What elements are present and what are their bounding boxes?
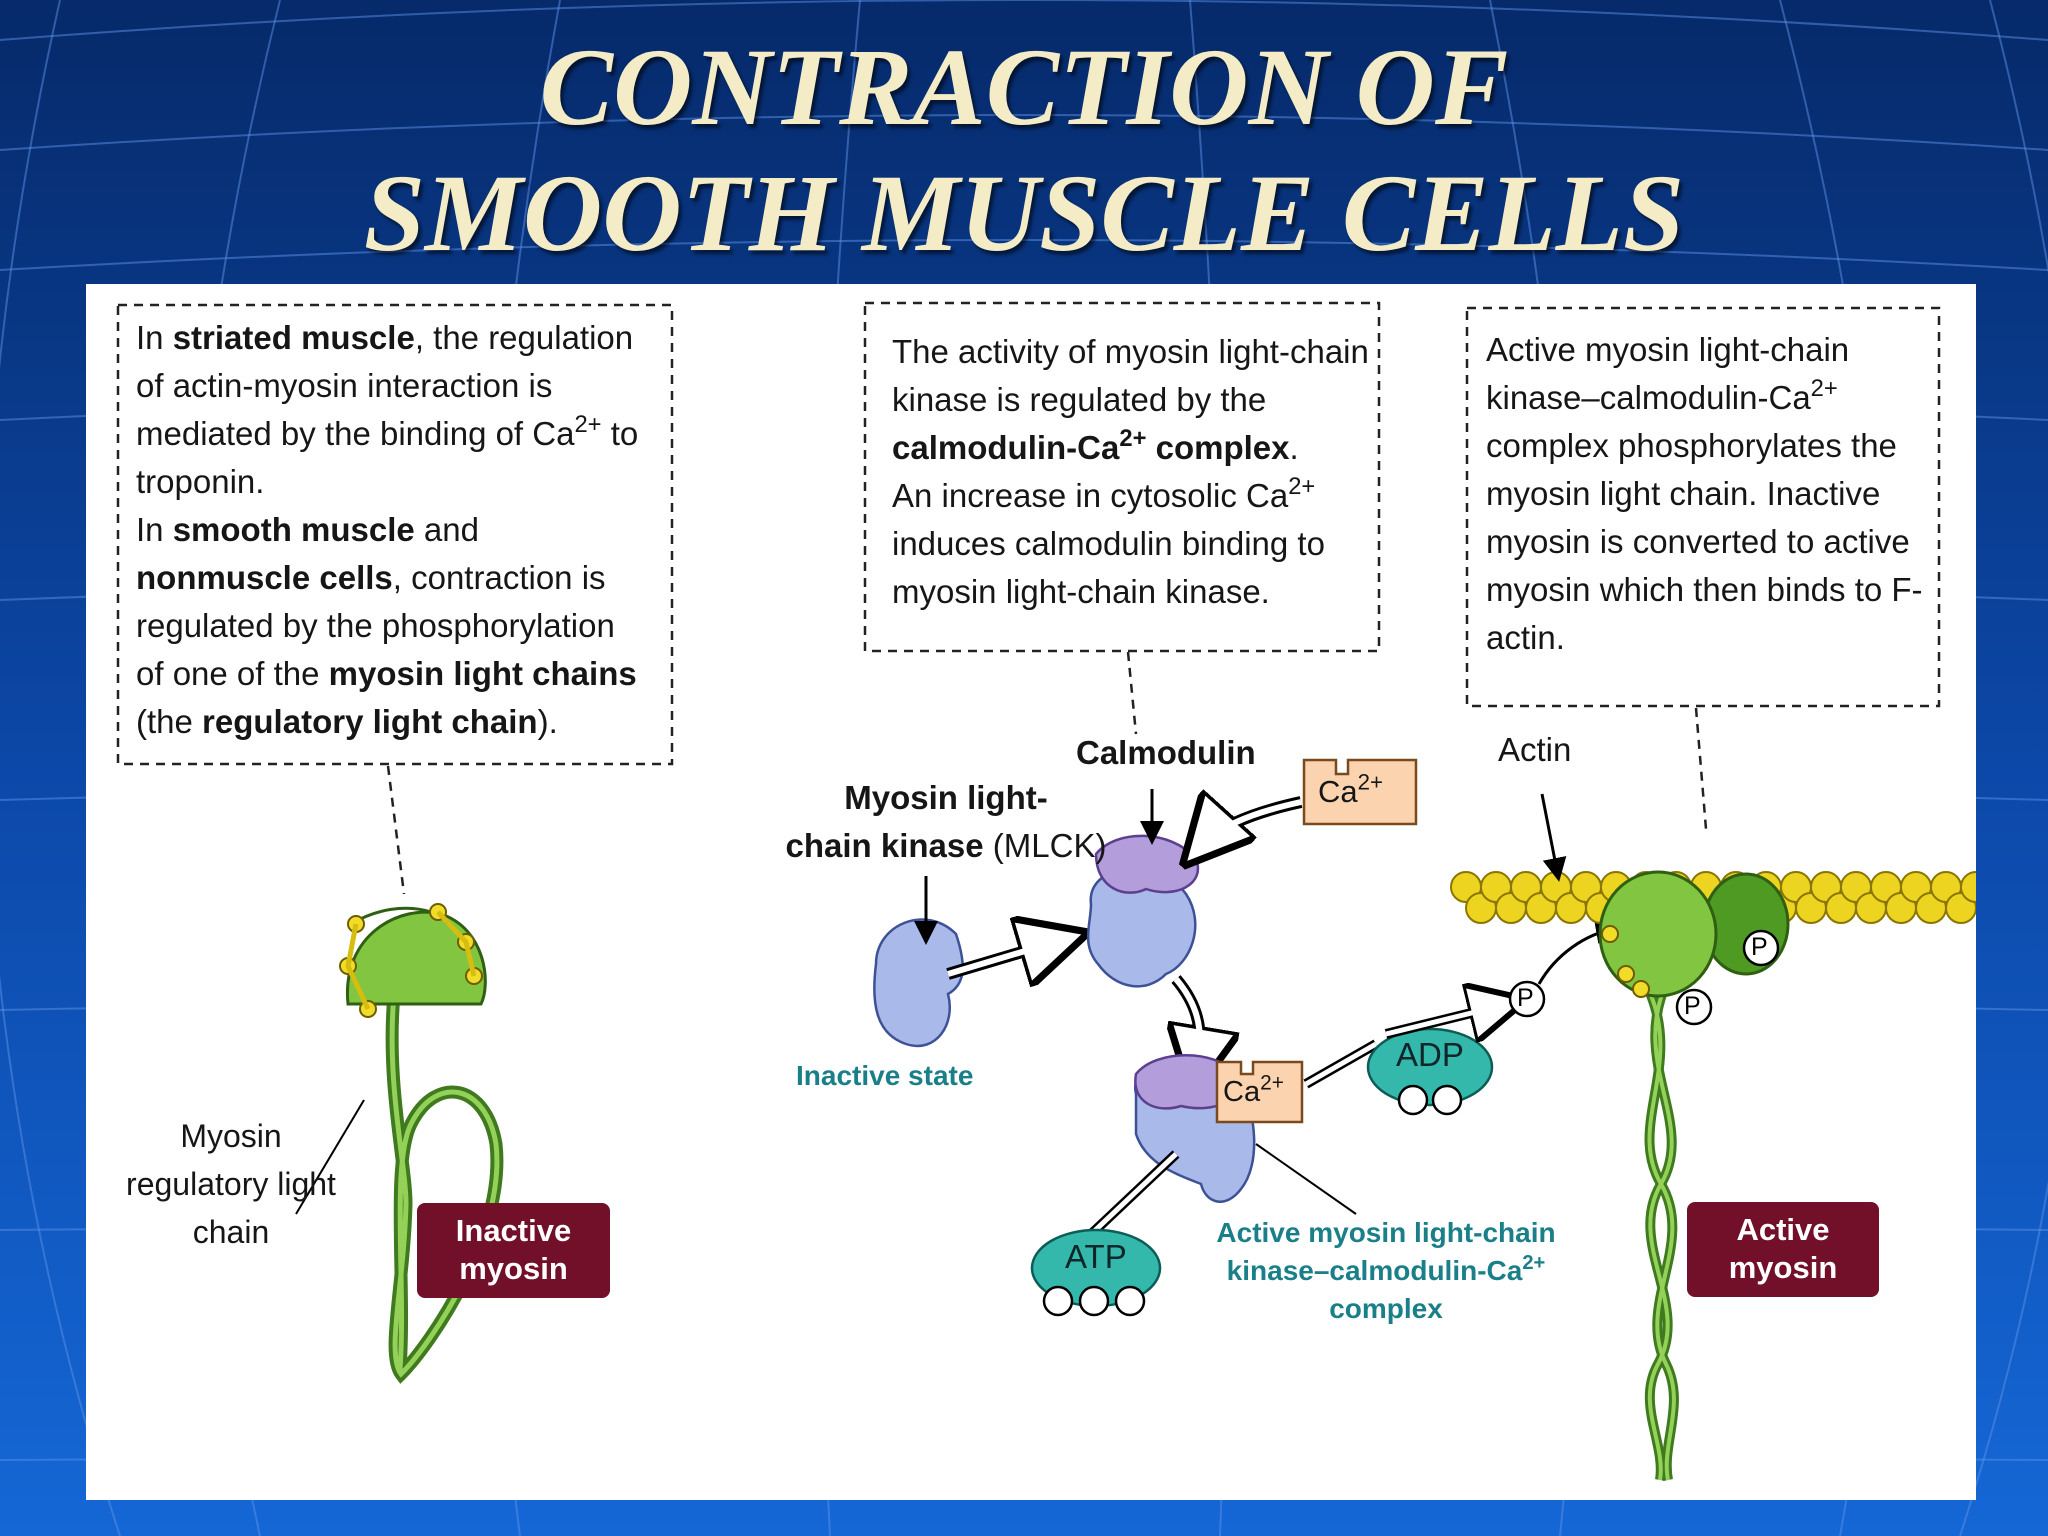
inactive-myosin-box: [417, 1203, 610, 1298]
free-phosphate-label: P: [1517, 984, 1534, 1012]
middle-box-frame: [863, 301, 1381, 653]
active-myosin-head: [1598, 870, 1718, 998]
atp-phosphates: [1042, 1285, 1146, 1317]
left-box-frame: [116, 303, 674, 766]
left-box-leader: [386, 765, 406, 895]
actin-label: Actin: [1498, 731, 1572, 768]
mlck-label: Myosin light- chain kinase (MLCK): [785, 779, 1107, 864]
myosin-phosphate-1: [1742, 929, 1780, 967]
active-myosin-box: [1687, 1202, 1879, 1297]
right-box-frame: [1465, 306, 1941, 708]
middle-box-leader: [1126, 651, 1138, 735]
adp-label: ADP: [1396, 1036, 1464, 1073]
light-chain-pointer: [295, 1099, 365, 1215]
middle-explanation-box: The activity of myosin light-chain kinas…: [892, 333, 1369, 610]
inactive-state-label: Inactive state: [796, 1060, 974, 1091]
myosin-phosphate-2-label: P: [1684, 992, 1701, 1020]
complex-label-pointer: [1255, 1143, 1357, 1215]
inactive-myosin-label: Inactive myosin: [455, 1213, 572, 1286]
active-myosin-label: Active myosin: [1728, 1212, 1838, 1285]
adp-ellipse: [1366, 1027, 1494, 1107]
myosin-phosphate-2: [1675, 988, 1713, 1026]
calmodulin-label: Calmodulin: [1076, 734, 1256, 771]
myosin-regulatory-light-chain-label: Myosin regulatory light chain: [126, 1118, 336, 1250]
mlck-inactive-shape: [873, 918, 964, 1048]
actin-pointer-arrow: [1540, 793, 1567, 882]
actin-monomer: [1960, 871, 1976, 903]
ca-label-top: Ca2+: [1318, 769, 1384, 809]
active-light-chain-beads: [1601, 925, 1650, 998]
title-line-2: SMOOTH MUSCLE CELLS: [363, 152, 1685, 274]
left-explanation-box: In striated muscle, the regulation of ac…: [136, 319, 639, 740]
ca-box-bottom-shape: [1215, 1060, 1304, 1124]
right-box-leader: [1694, 707, 1708, 830]
ca-label-bottom: Ca2+: [1223, 1071, 1284, 1108]
ca-to-calmodulin-arrow: [1198, 802, 1303, 849]
diagram-graphics: [116, 301, 1976, 1481]
active-complex-label: Active myosin light-chain kinase–calmodu…: [1216, 1217, 1556, 1324]
title-line-1: CONTRACTION OF: [539, 26, 1509, 148]
myosin-phosphate-1-label: P: [1751, 933, 1768, 961]
myosin-head: [345, 910, 487, 1006]
atp-label: ATP: [1065, 1238, 1127, 1275]
free-phosphate: [1508, 980, 1546, 1018]
diagram-panel: In striated muscle, the regulation of ac…: [86, 284, 1976, 1500]
calmodulin-shape: [1094, 834, 1200, 894]
right-explanation-box: Active myosin light-chain kinase–calmodu…: [1486, 331, 1923, 656]
adp-phosphates: [1397, 1084, 1463, 1116]
active-myosin-illustration: [1598, 870, 1790, 1481]
ca-box-top-shape: [1302, 758, 1418, 826]
slide-title: CONTRACTION OF SMOOTH MUSCLE CELLS: [0, 24, 2048, 276]
